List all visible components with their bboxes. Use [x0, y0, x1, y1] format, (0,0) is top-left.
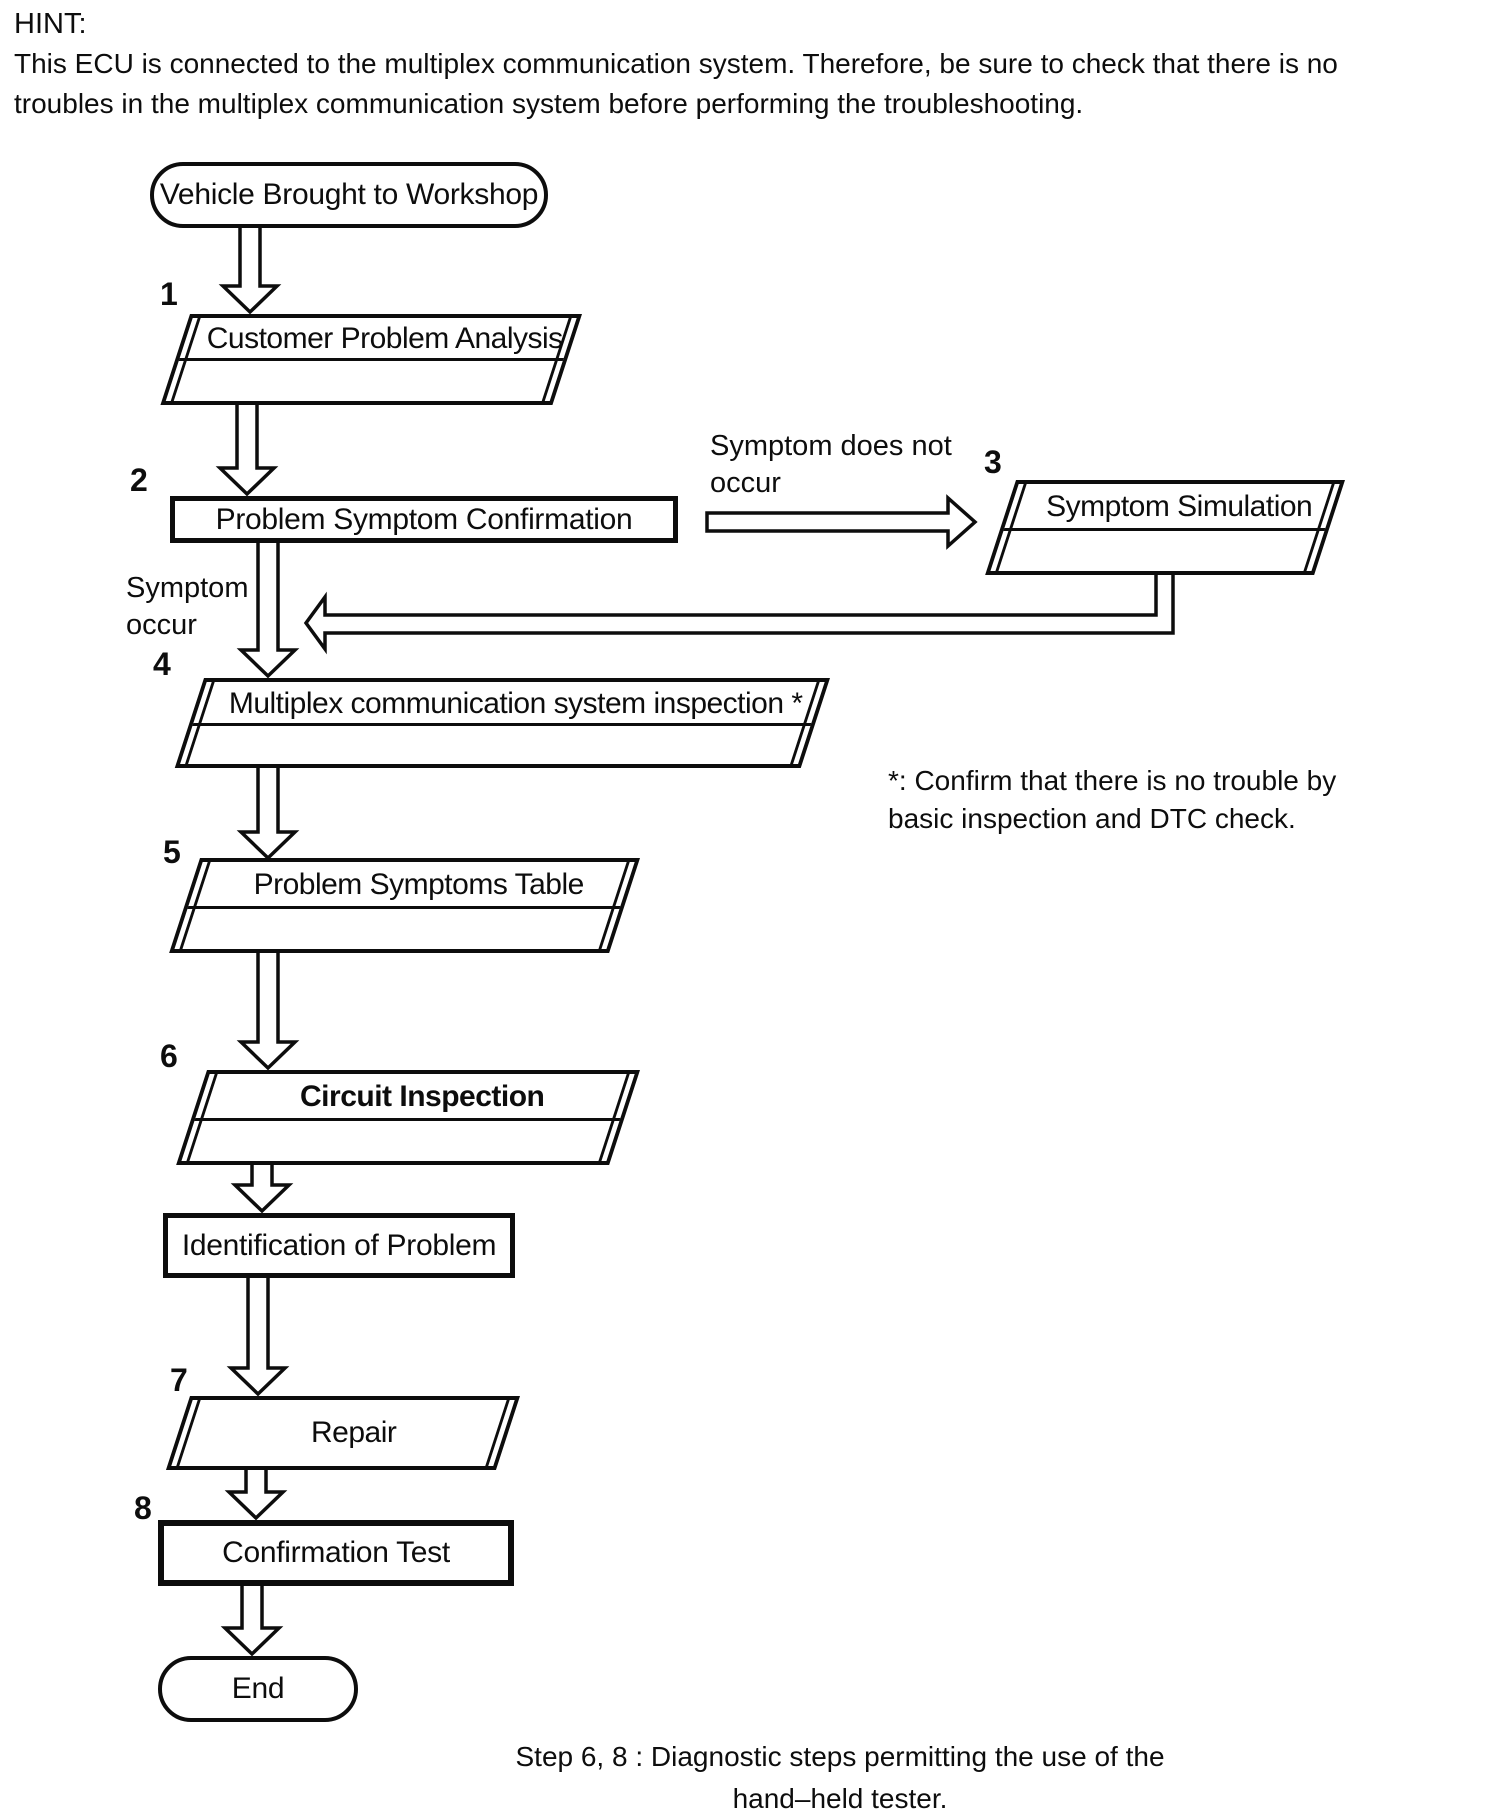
- node-title: Problem Symptoms Table: [253, 868, 584, 901]
- branch-label-line: Symptom: [126, 572, 249, 604]
- footnote-line: *: Confirm that there is no trouble by: [888, 765, 1337, 796]
- node-title: Customer Problem Analysis: [206, 322, 563, 355]
- arrow-step2-to-step4: [236, 541, 300, 679]
- node-identification-of-problem: Identification of Problem: [163, 1213, 515, 1278]
- node-multiplex-communication-system-inspection: Multiplex communication system inspectio…: [174, 678, 831, 768]
- branch-label-line: occur: [126, 609, 197, 641]
- arrow-step2-to-step3: [705, 494, 978, 550]
- node-customer-problem-analysis: Customer Problem Analysis: [160, 314, 582, 405]
- node-title: Repair: [311, 1416, 397, 1449]
- node-symptom-simulation: Symptom Simulation: [985, 480, 1345, 575]
- step-number-2: 2: [130, 462, 148, 498]
- step-number-1: 1: [160, 276, 178, 312]
- node-title: Problem Symptom Confirmation: [215, 502, 633, 536]
- arrow-step7-to-step8: [224, 1468, 288, 1521]
- branch-label-symptom-does-not-occur: Symptom does not occur: [710, 428, 952, 502]
- arrow-identification-to-step7: [226, 1278, 290, 1397]
- arrow-start-to-step1: [218, 226, 282, 315]
- arrow-step3-return: [303, 573, 1175, 655]
- node-problem-symptoms-table: Problem Symptoms Table: [169, 858, 640, 953]
- node-title: Multiplex communication system inspectio…: [228, 687, 803, 720]
- figure-caption: Step 6, 8 : Diagnostic steps permitting …: [450, 1736, 1230, 1818]
- branch-label-line: occur: [710, 467, 781, 499]
- asterisk-footnote: *: Confirm that there is no trouble by b…: [888, 762, 1336, 838]
- step-number-4: 4: [153, 646, 171, 682]
- caption-line: hand–held tester.: [732, 1783, 948, 1814]
- hint-text-line-2: troubles in the multiplex communication …: [14, 88, 1084, 119]
- hint-text-line-1: This ECU is connected to the multiplex c…: [14, 48, 1338, 79]
- node-confirmation-test: Confirmation Test: [158, 1520, 514, 1586]
- node-circuit-inspection: Circuit Inspection: [176, 1070, 640, 1165]
- step-number-3: 3: [984, 444, 1002, 480]
- node-title: Confirmation Test: [222, 1536, 450, 1569]
- hint-heading: HINT:: [14, 8, 87, 40]
- footnote-line: basic inspection and DTC check.: [888, 803, 1296, 834]
- step-number-5: 5: [163, 834, 181, 870]
- node-title: Circuit Inspection: [300, 1080, 545, 1113]
- node-repair: Repair: [165, 1396, 521, 1470]
- arrow-step6-to-identification: [230, 1163, 294, 1214]
- node-title: Symptom Simulation: [1046, 490, 1313, 523]
- arrow-step5-to-step6: [236, 951, 300, 1071]
- arrow-step4-to-step5: [236, 766, 300, 861]
- branch-label-symptom-occur: Symptom occur: [126, 570, 248, 644]
- arrow-step8-to-end: [220, 1586, 284, 1657]
- end-terminal-label: End: [231, 1672, 285, 1705]
- node-start-terminal: Vehicle Brought to Workshop: [150, 162, 548, 228]
- arrow-step1-to-step2: [215, 403, 279, 497]
- branch-label-line: Symptom does not: [710, 430, 952, 462]
- step-number-7: 7: [170, 1362, 188, 1398]
- node-title: Identification of Problem: [181, 1228, 497, 1262]
- node-problem-symptom-confirmation: Problem Symptom Confirmation: [170, 496, 678, 543]
- step-number-6: 6: [160, 1038, 178, 1074]
- node-end-terminal: End: [158, 1656, 358, 1722]
- step-number-8: 8: [134, 1490, 152, 1526]
- start-terminal-label: Vehicle Brought to Workshop: [159, 178, 539, 211]
- caption-line: Step 6, 8 : Diagnostic steps permitting …: [515, 1741, 1165, 1772]
